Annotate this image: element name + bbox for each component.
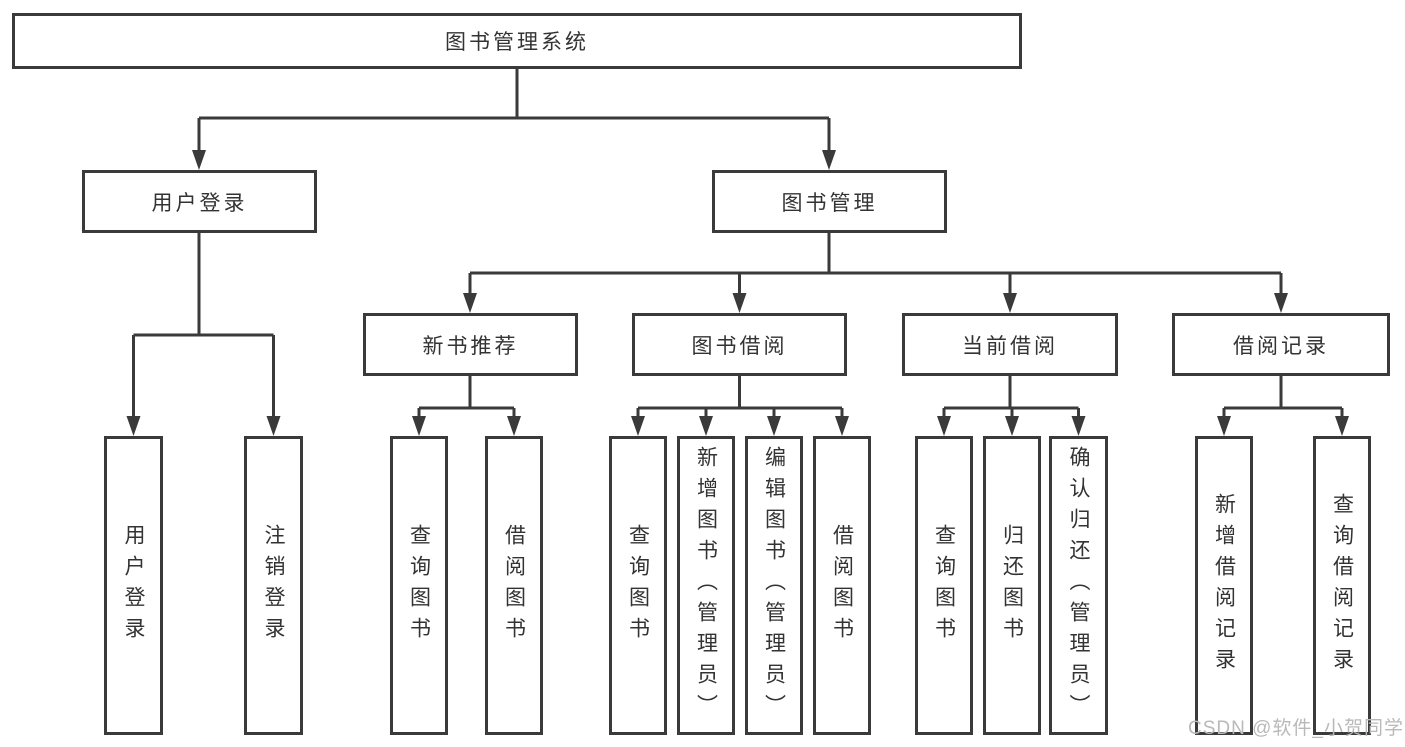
node-current-borrowing: 当前借阅 <box>902 313 1118 376</box>
connector-user-login <box>132 233 275 418</box>
leaf-query-books-newbook: 查询图书 <box>390 436 448 735</box>
node-borrowing-records: 借阅记录 <box>1172 313 1390 376</box>
leaf-borrow-books-borrowing: 借阅图书 <box>813 436 871 735</box>
leaf-label: 借阅图书 <box>502 523 526 648</box>
connector-root <box>197 68 831 152</box>
leaf-label: 归还图书 <box>1000 523 1024 648</box>
leaf-label: 借阅图书 <box>830 523 854 648</box>
leaf-label: 新增借阅记录 <box>1212 492 1236 679</box>
leaf-query-books-borrowing: 查询图书 <box>609 436 667 735</box>
leaf-query-borrow-record: 查询借阅记录 <box>1313 436 1371 735</box>
connector-borrow-record <box>1222 376 1344 418</box>
leaf-label: 查询图书 <box>626 523 650 648</box>
connector-book-mgmt <box>468 233 1283 295</box>
leaf-confirm-return-admin: 确认归还（管理员） <box>1049 436 1108 735</box>
node-user-login: 用户登录 <box>82 170 317 233</box>
connector-new-book <box>417 376 516 418</box>
leaf-return-books: 归还图书 <box>983 436 1041 735</box>
leaf-query-books-current: 查询图书 <box>915 436 973 735</box>
node-book-management: 图书管理 <box>712 170 947 233</box>
leaf-logout: 注销登录 <box>244 436 303 735</box>
leaf-label: 注销登录 <box>262 523 285 648</box>
leaf-label: 查询图书 <box>932 523 956 648</box>
leaf-label: 查询借阅记录 <box>1330 492 1354 679</box>
node-new-book-recommend: 新书推荐 <box>363 313 578 376</box>
leaf-label: 编辑图书（管理员） <box>762 446 786 725</box>
leaf-label: 确认归还（管理员） <box>1067 446 1090 725</box>
leaf-user-login: 用户登录 <box>104 436 163 735</box>
leaf-label: 查询图书 <box>407 523 431 648</box>
connector-book-borrow <box>636 376 844 418</box>
leaf-add-books-admin: 新增图书（管理员） <box>677 436 735 735</box>
connector-current-borrow <box>942 376 1080 418</box>
leaf-label: 新增图书（管理员） <box>694 446 718 725</box>
leaf-edit-books-admin: 编辑图书（管理员） <box>745 436 803 735</box>
leaf-add-borrow-record: 新增借阅记录 <box>1195 436 1253 735</box>
csdn-watermark: CSDN @软件_小贺同学 <box>1188 718 1404 739</box>
node-book-borrowing: 图书借阅 <box>632 313 847 376</box>
node-root: 图书管理系统 <box>12 13 1022 69</box>
leaf-label: 用户登录 <box>122 523 145 648</box>
leaf-borrow-books-newbook: 借阅图书 <box>485 436 543 735</box>
